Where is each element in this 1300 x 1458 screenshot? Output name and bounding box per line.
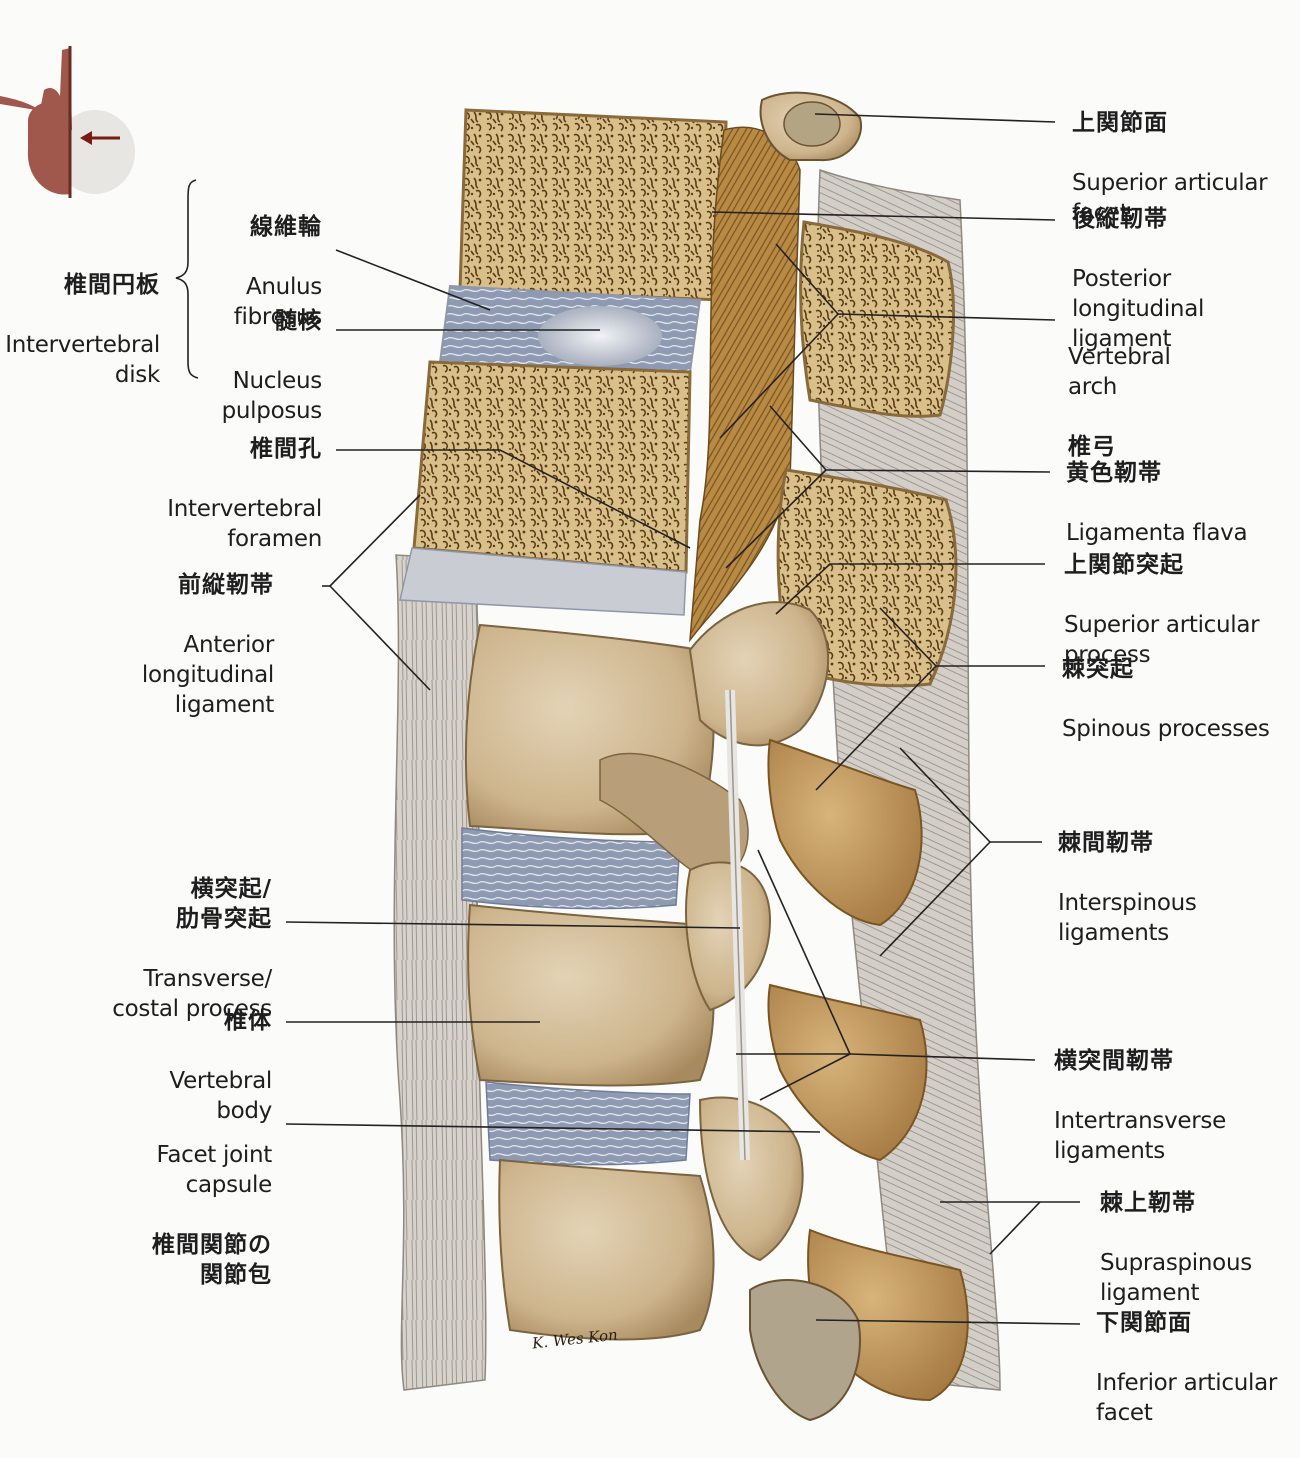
- label-intervertebral-disk: 椎間円板 Intervertebral disk: [2, 240, 160, 420]
- label-en: Intervertebral foramen: [167, 496, 322, 552]
- label-en: Intervertebral disk: [5, 332, 160, 388]
- label-jp: 髄核: [274, 308, 322, 334]
- label-jp: 棘間靭帯: [1058, 830, 1154, 856]
- label-en: Spinous processes: [1062, 716, 1270, 742]
- orientation-thumbnail: [0, 46, 135, 198]
- label-inferior-articular-facet: 下関節面 Inferior articular facet: [1096, 1278, 1296, 1458]
- label-en: Posterior longitudinal ligament: [1072, 266, 1205, 352]
- label-jp: 棘突起: [1062, 656, 1134, 682]
- label-en: Intertransverse ligaments: [1054, 1108, 1226, 1164]
- label-posterior-longitudinal-ligament: 後縦靭帯 Posterior longitudinal ligament: [1072, 174, 1292, 384]
- label-en: Supraspinous ligament: [1100, 1250, 1252, 1306]
- label-en: Nucleus pulposus: [221, 368, 323, 424]
- label-spinous-processes: 棘突起 Spinous processes: [1062, 624, 1294, 774]
- label-en: Ligamenta flava: [1066, 520, 1248, 546]
- label-en: Inferior articular facet: [1096, 1370, 1278, 1426]
- label-jp: 下関節面: [1096, 1310, 1192, 1336]
- label-jp: 後縦靭帯: [1072, 206, 1168, 232]
- label-jp: 横突間靭帯: [1054, 1048, 1174, 1074]
- label-en: Interspinous ligaments: [1058, 890, 1197, 946]
- label-en: Vertebral arch: [1068, 344, 1171, 400]
- label-jp: 前縦靭帯: [178, 572, 274, 598]
- label-vertebral-arch: Vertebral arch 椎弓: [1068, 312, 1268, 492]
- label-anulus-fibrosus: 線維輪 Anulus fibrosus: [190, 182, 323, 362]
- label-jp: 横突起/ 肋骨突起: [176, 876, 272, 932]
- label-jp: 椎間孔: [250, 436, 322, 462]
- label-jp: 椎間円板: [64, 272, 160, 298]
- label-jp: 椎弓: [1068, 434, 1116, 460]
- label-intertransverse-ligaments: 横突間靭帯 Intertransverse ligaments: [1054, 1016, 1274, 1196]
- label-en: Anterior longitudinal ligament: [141, 632, 274, 718]
- label-en: Vertebral body: [169, 1068, 272, 1124]
- label-superior-articular-facet: 上関節面 Superior articular facet: [1072, 78, 1292, 258]
- label-en: Facet joint capsule: [156, 1142, 273, 1198]
- label-jp: 棘上靭帯: [1100, 1190, 1196, 1216]
- label-nucleus-pulposus: 髄核 Nucleus pulposus: [190, 276, 323, 456]
- label-jp: 椎間関節の 関節包: [152, 1232, 272, 1288]
- label-ligamenta-flava: 黄色靭帯 Ligamenta flava: [1066, 428, 1286, 578]
- label-en: Anulus fibrosus: [233, 274, 323, 330]
- label-supraspinous-ligament: 棘上靭帯 Supraspinous ligament: [1100, 1158, 1290, 1338]
- label-jp: 黄色靭帯: [1066, 460, 1162, 486]
- label-anterior-longitudinal-ligament: 前縦靭帯 Anterior longitudinal ligament: [120, 540, 274, 750]
- label-jp: 線維輪: [250, 214, 322, 240]
- label-transverse-costal-process: 横突起/ 肋骨突起 Transverse/ costal process: [92, 844, 272, 1054]
- label-en: Transverse/ costal process: [112, 966, 272, 1022]
- label-jp: 椎体: [224, 1008, 272, 1034]
- label-en: Superior articular facet: [1072, 170, 1268, 226]
- label-facet-joint-capsule: Facet joint capsule 椎間関節の 関節包: [120, 1110, 272, 1320]
- label-vertebral-body: 椎体 Vertebral body: [150, 976, 272, 1156]
- label-interspinous-ligaments: 棘間靭帯 Interspinous ligaments: [1058, 798, 1258, 978]
- label-superior-articular-process: 上関節突起 Superior articular process: [1064, 520, 1290, 700]
- label-jp: 上関節面: [1072, 110, 1168, 136]
- label-en: Superior articular process: [1064, 612, 1260, 668]
- label-jp: 上関節突起: [1064, 552, 1184, 578]
- label-intervertebral-foramen: 椎間孔 Intervertebral foramen: [150, 404, 322, 584]
